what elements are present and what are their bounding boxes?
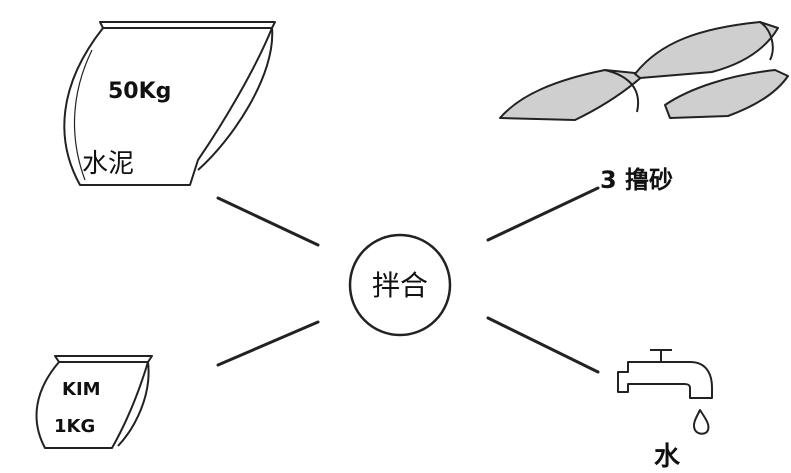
small-bag-line1: KIM [62,379,101,400]
connector-cement [216,196,320,247]
water-label: 水 [654,442,681,472]
center-label: 拌合 [372,269,428,302]
connector-lines [216,186,600,374]
sand-piles [499,21,789,121]
cement-name: 水泥 [82,149,134,179]
cement-weight: 50Kg [108,79,171,104]
faucet-icon [617,349,713,435]
mix-circle [348,233,452,337]
cement-bag [63,21,276,186]
connector-sand [486,186,600,242]
connector-small-bag [216,320,320,367]
small-bag-line2: 1KG [54,416,95,437]
small-bag [35,355,153,449]
connector-water [486,316,600,374]
sand-label: 3 撸砂 [600,166,673,194]
